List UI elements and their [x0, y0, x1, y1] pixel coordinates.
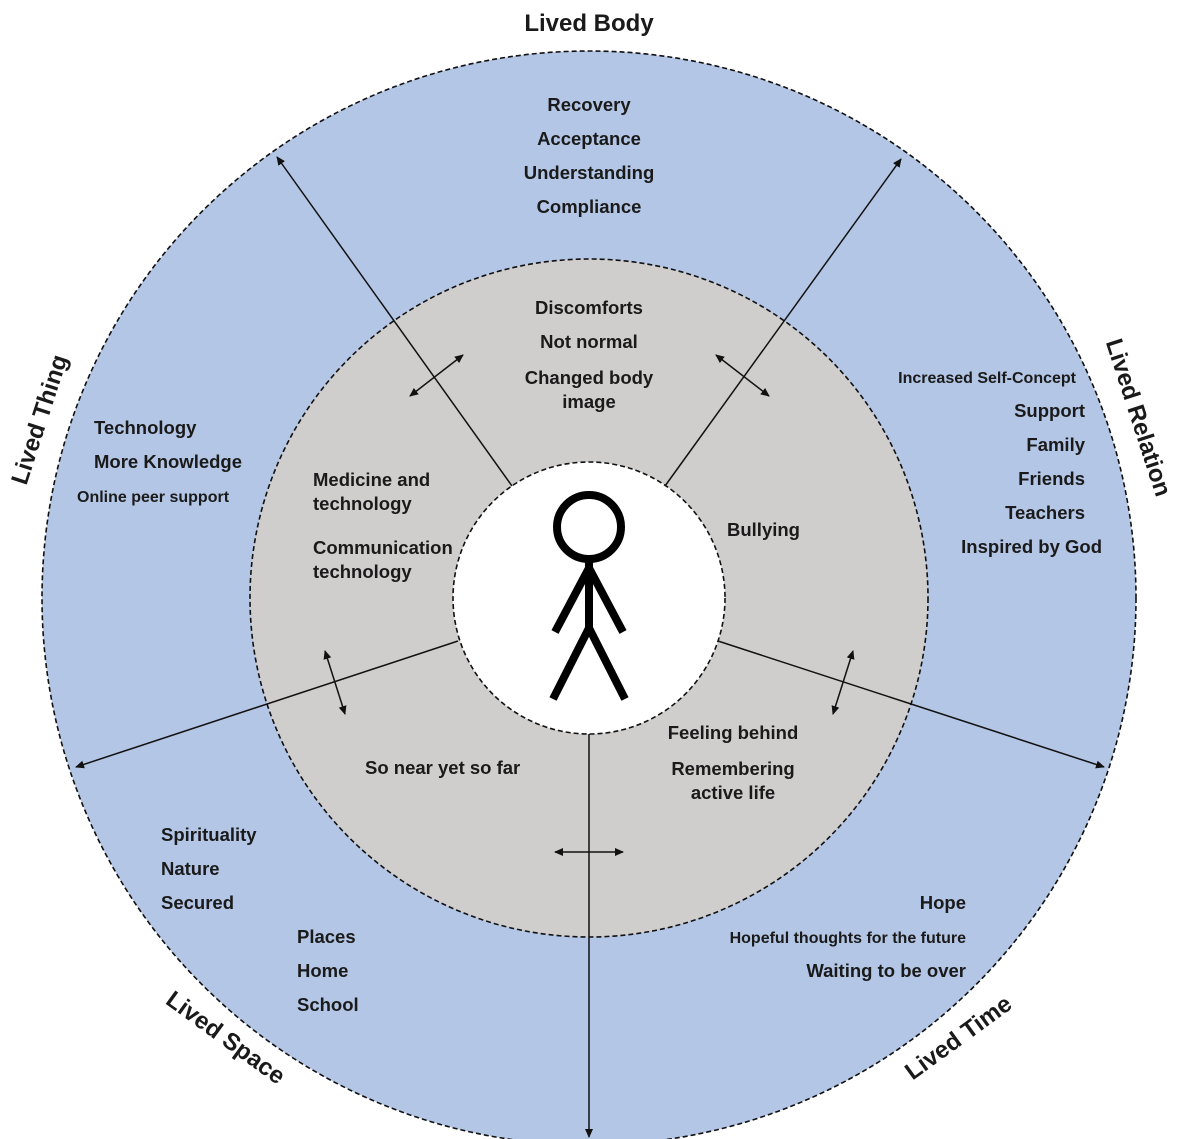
label-lived-body: Lived Body [524, 10, 654, 37]
axis-upper-left [276, 156, 513, 487]
inner-time-group: Feeling behind Remembering active life [668, 722, 799, 803]
double-arrow-upper-right [715, 354, 770, 397]
outer-thing-item: More Knowledge [94, 451, 242, 472]
axis-upper-right [664, 158, 902, 487]
outer-body-item: Acceptance [537, 128, 641, 149]
inner-body-group: Discomforts Not normal Changed body imag… [525, 297, 654, 412]
outer-space-item: Secured [161, 892, 234, 913]
outer-space-group: Spirituality Nature Secured Places Home … [161, 824, 359, 1015]
inner-thing-item: Communication [313, 537, 453, 558]
inner-time-item: Remembering [671, 758, 794, 779]
center-circle-overlay [455, 464, 723, 732]
outer-body-group: Recovery Acceptance Understanding Compli… [524, 94, 655, 217]
double-arrow-left [323, 650, 347, 715]
double-arrow-upper-left [409, 354, 464, 397]
axis-left [75, 640, 459, 769]
outer-space-item: Spirituality [161, 824, 257, 845]
outer-relation-item: Inspired by God [961, 536, 1102, 557]
inner-space-item: So near yet so far [365, 757, 520, 778]
outer-relation-item: Increased Self-Concept [898, 370, 1077, 387]
outer-relation-item: Friends [1018, 468, 1085, 489]
outer-space-item: Nature [161, 858, 220, 879]
outer-relation-item: Teachers [1005, 502, 1085, 523]
outer-space-item: Home [297, 960, 348, 981]
outer-thing-item: Technology [94, 417, 197, 438]
outer-body-item: Compliance [537, 196, 642, 217]
outer-space-item: Places [297, 926, 356, 947]
double-arrow-right [831, 650, 855, 715]
outer-relation-item: Support [1014, 400, 1085, 421]
inner-time-item: active life [691, 782, 775, 803]
outer-relation-group: Increased Self-Concept Support Family Fr… [898, 370, 1102, 557]
outer-relation-item: Family [1026, 434, 1085, 455]
inner-thing-item: Medicine and [313, 469, 430, 490]
inner-thing-group: Medicine and technology Communication te… [313, 469, 453, 582]
outer-thing-group: Technology More Knowledge Online peer su… [77, 417, 242, 506]
outer-space-item: School [297, 994, 359, 1015]
inner-body-item: Discomforts [535, 297, 643, 318]
outer-thing-item: Online peer support [77, 489, 230, 506]
inner-relation-item: Bullying [727, 519, 800, 540]
outer-time-item: Hope [920, 892, 966, 913]
outer-time-group: Hope Hopeful thoughts for the future Wai… [730, 892, 967, 981]
inner-thing-item: technology [313, 493, 412, 514]
inner-body-item: image [562, 391, 615, 412]
inner-body-item: Changed body [525, 367, 654, 388]
outer-time-item: Waiting to be over [806, 960, 966, 981]
outer-body-item: Understanding [524, 162, 655, 183]
outer-body-item: Recovery [547, 94, 631, 115]
axis-right [717, 640, 1105, 769]
stick-figure-icon [549, 491, 629, 701]
inner-time-item: Feeling behind [668, 722, 799, 743]
inner-body-item: Not normal [540, 331, 638, 352]
inner-thing-item: technology [313, 561, 412, 582]
outer-time-item: Hopeful thoughts for the future [730, 930, 967, 947]
